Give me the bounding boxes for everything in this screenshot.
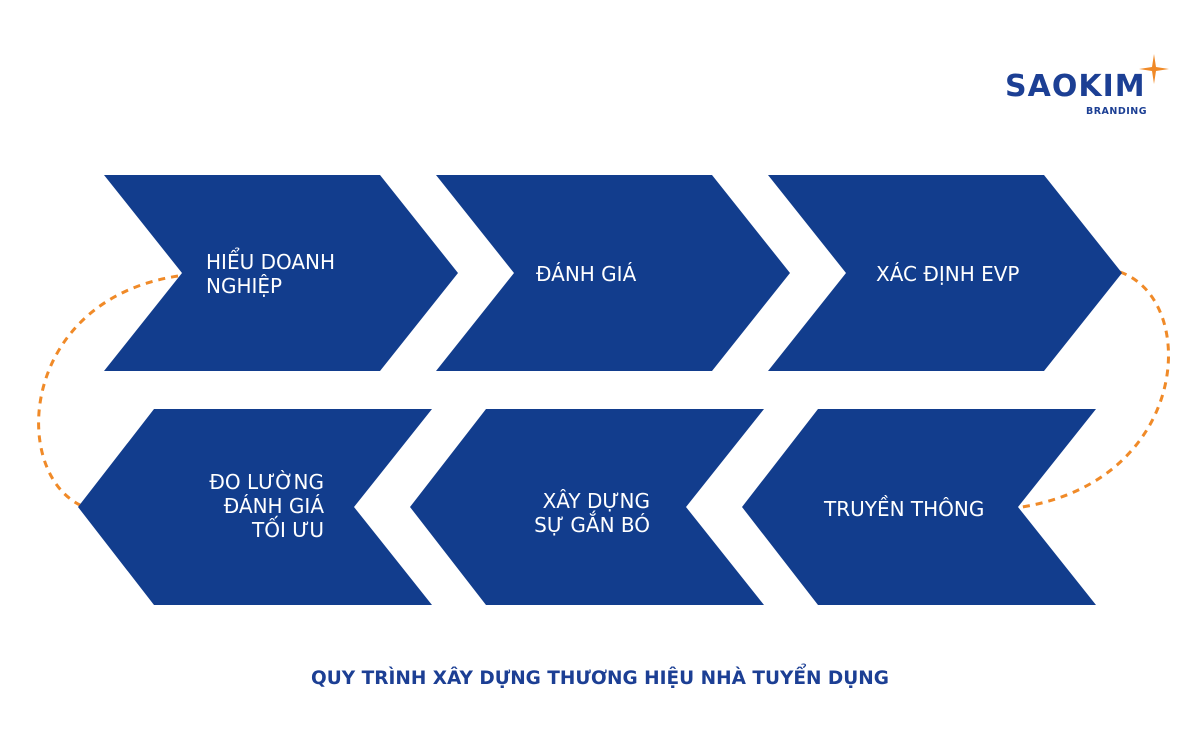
step-label-danh-gia: ĐÁNH GIÁ [536,262,637,286]
step-chevron-2 [436,175,790,371]
step-chevron-3 [768,175,1122,371]
step-label-do-luong: ĐO LƯỜNG ĐÁNH GIÁ TỐI ƯU [209,470,324,542]
step-label-truyen-thong: TRUYỀN THÔNG [824,497,985,521]
star-icon [1139,54,1169,84]
step-chevron-4 [78,409,432,605]
step-label-xac-dinh-evp: XÁC ĐỊNH EVP [876,262,1020,286]
logo-tagline: BRANDING [1086,106,1148,117]
step-chevron-6 [742,409,1096,605]
step-label-xay-dung: XÂY DỰNG SỰ GẮN BÓ [534,489,650,537]
step-chevron-1 [104,175,458,371]
logo-wordmark: SAOKIM [1005,69,1146,104]
step-chevron-5 [410,409,764,605]
saokim-logo: SAOKIM BRANDING [1005,52,1180,122]
left-dashed-connector [37,274,179,507]
diagram-caption: QUY TRÌNH XÂY DỰNG THƯƠNG HIỆU NHÀ TUYỂN… [311,668,889,689]
step-label-hieu-doanh-nghiep: HIỂU DOANH NGHIỆP [206,250,336,298]
